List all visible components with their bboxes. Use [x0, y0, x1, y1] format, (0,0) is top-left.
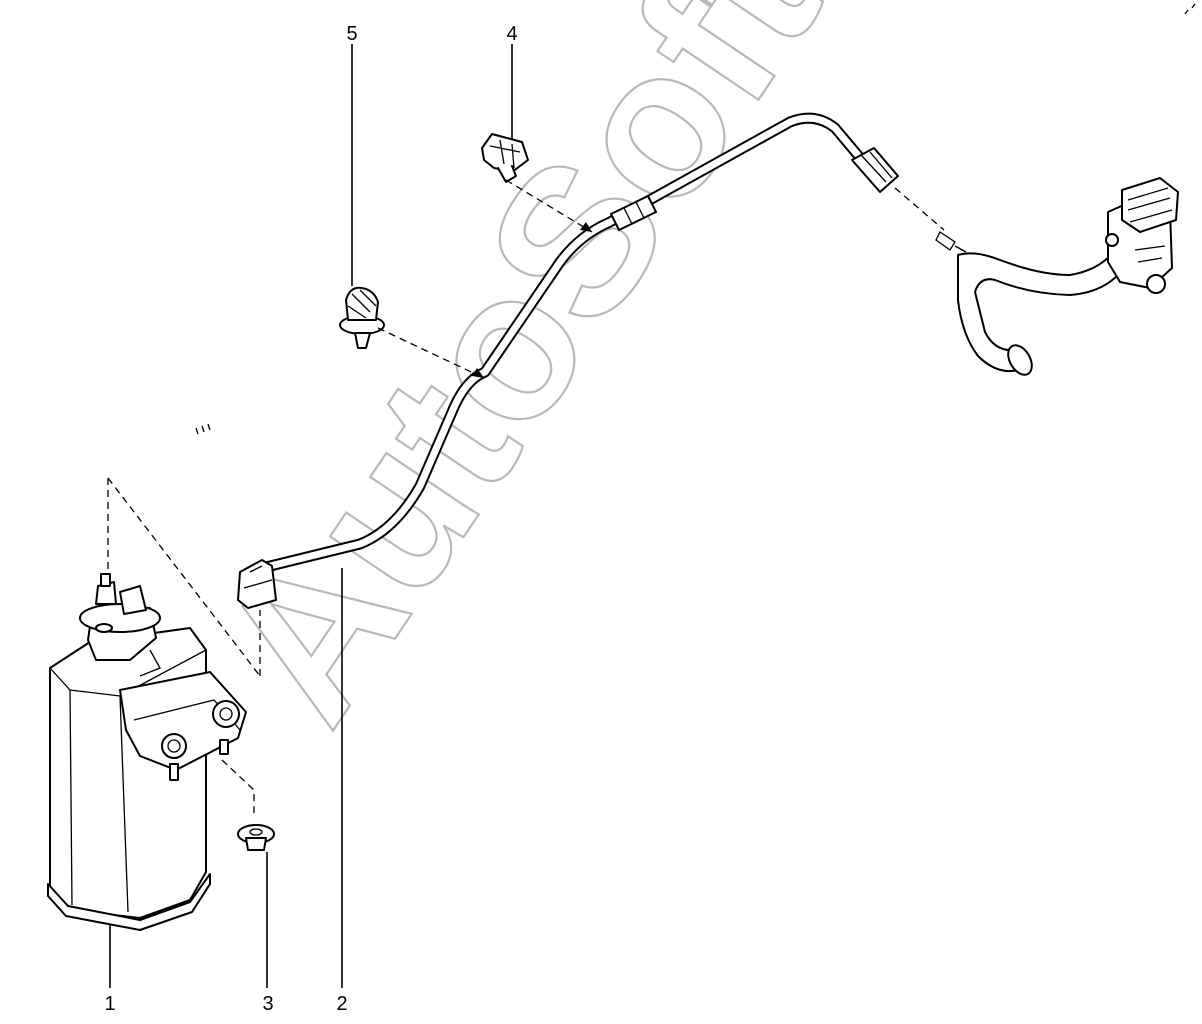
nut-icon — [237, 824, 275, 851]
callout-labels: 1 2 3 4 5 — [104, 23, 517, 1015]
arrowheads — [472, 222, 592, 378]
callout-leaders — [109, 44, 513, 988]
assembly-lines — [107, 179, 945, 816]
purge-valve-assembly-icon — [935, 177, 1179, 376]
watermark-text: AutoSoft — [172, 0, 862, 760]
watermark: AutoSoft — [171, 0, 864, 761]
evap-canister-icon — [47, 573, 247, 931]
callout-5: 5 — [346, 23, 357, 45]
callout-2: 2 — [336, 993, 347, 1015]
callout-4: 4 — [506, 23, 517, 45]
stray-marks — [195, 3, 1196, 435]
callout-1: 1 — [104, 993, 115, 1015]
vapor-hose-icon — [237, 112, 899, 609]
callout-3: 3 — [262, 993, 273, 1015]
push-pin-clip-icon — [339, 286, 385, 349]
hose-clip-icon — [481, 133, 529, 183]
